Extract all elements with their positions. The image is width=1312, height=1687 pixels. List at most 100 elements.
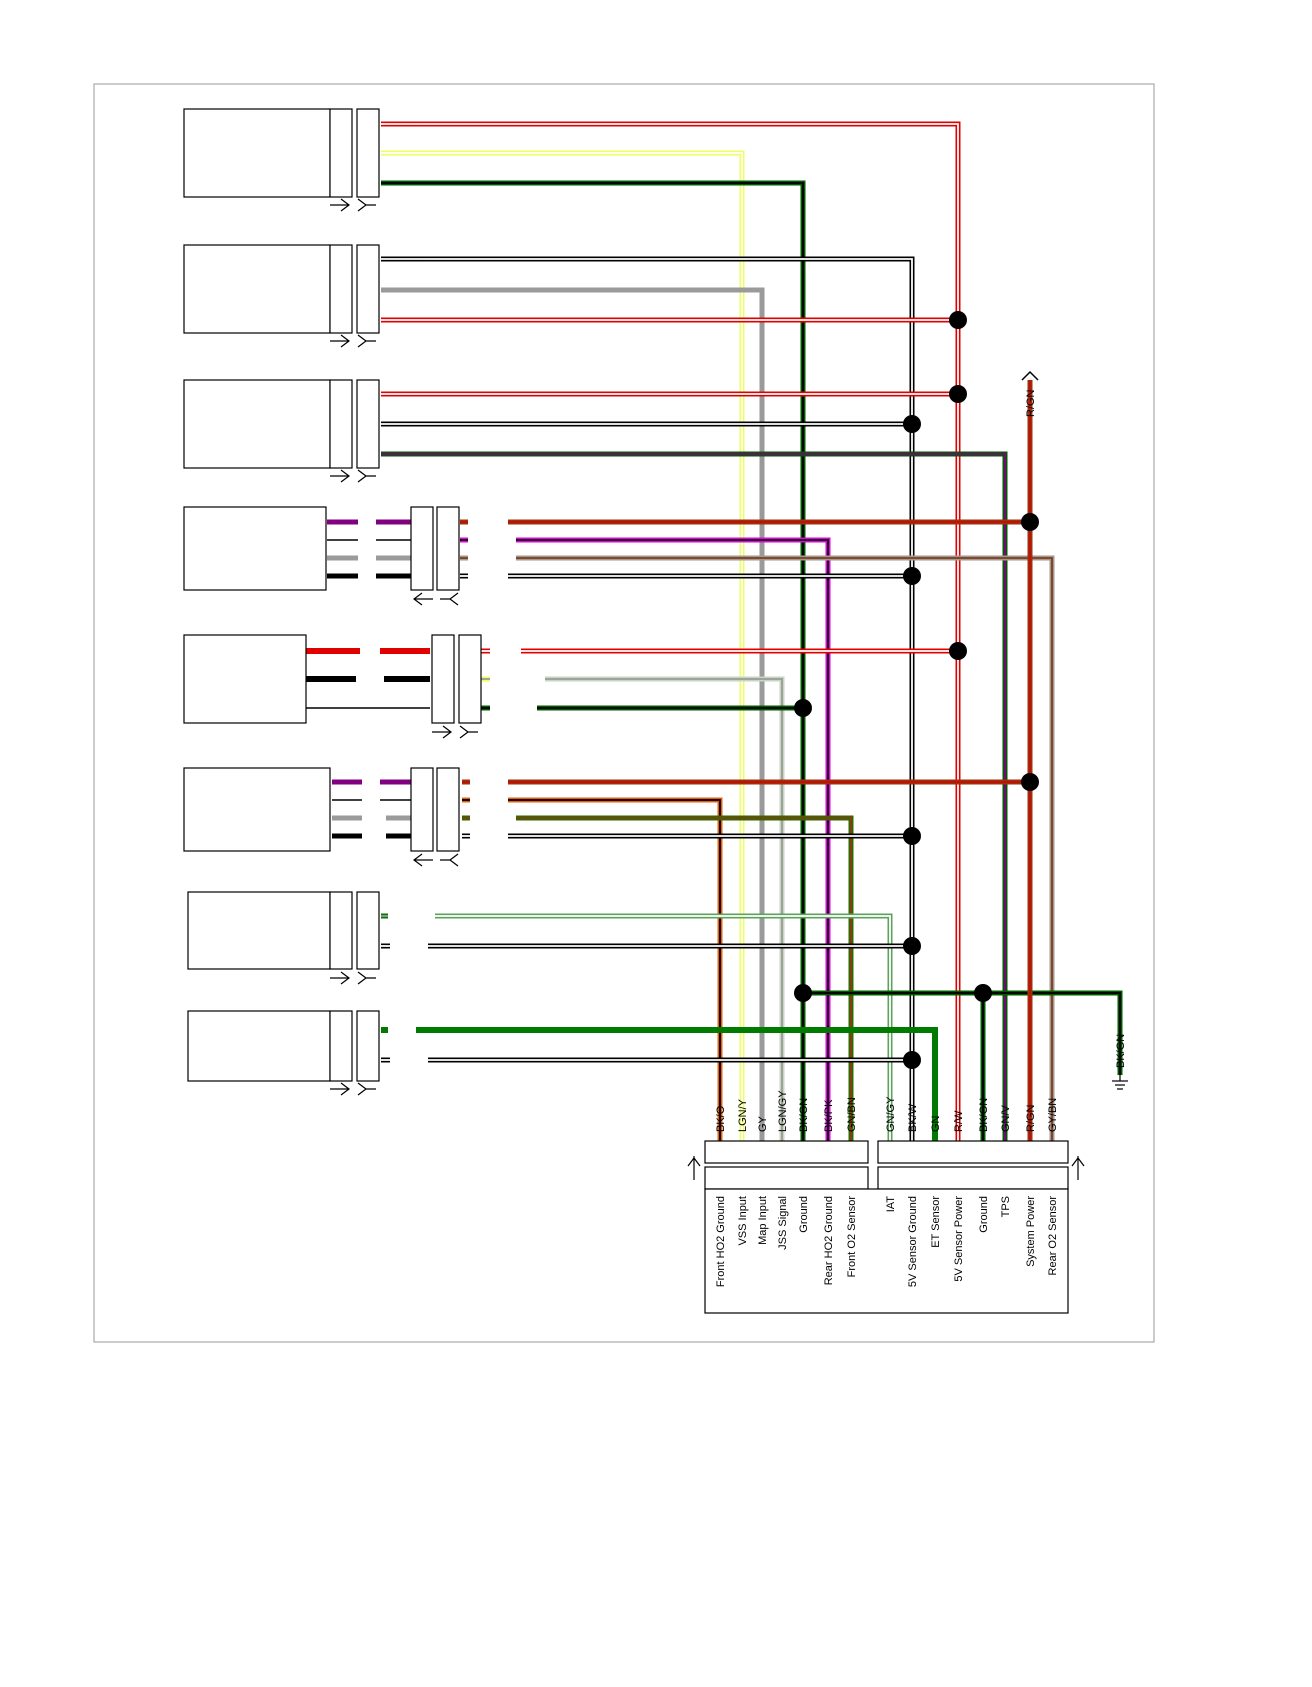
sensor-7-body bbox=[187, 891, 331, 970]
sensor-1 bbox=[183, 108, 380, 212]
wire-bkgn-trunk-stripe bbox=[435, 182, 804, 1141]
sensor-2-mating-arrows bbox=[330, 334, 376, 348]
sensor-1-connector-2 bbox=[356, 108, 380, 198]
wire-bko-trunk bbox=[508, 797, 723, 1141]
ground-label: BK/GN bbox=[1115, 1034, 1127, 1068]
wire-bko-trunk-stripe bbox=[508, 799, 721, 1141]
wire-gngy-trunk-stripe bbox=[435, 915, 891, 1141]
splice-junction-11 bbox=[794, 984, 812, 1002]
ecm-pin-function-label: VSS Input bbox=[737, 1196, 749, 1246]
sensor-3-mating-arrows bbox=[330, 469, 376, 483]
wire-gnv-trunk-stripe bbox=[428, 453, 1006, 1141]
sensor-3-connector-1 bbox=[329, 379, 353, 469]
wire-gy-trunk bbox=[416, 287, 765, 1141]
ecm-pin-function-label: System Power bbox=[1025, 1196, 1037, 1267]
sensor-6-connector-2 bbox=[436, 767, 460, 852]
ecm-pin-function-label: TPS bbox=[1000, 1196, 1012, 1217]
ecm-pin-wire-label: BK/PK bbox=[823, 1099, 835, 1132]
ecm-pin-function-label: JSS Signal bbox=[777, 1196, 789, 1250]
sensor-7-mating-arrows bbox=[330, 971, 376, 985]
sensor-4-mating-arrows bbox=[413, 592, 459, 606]
ecm-arrow-right bbox=[1071, 1156, 1085, 1180]
sensor-3 bbox=[183, 379, 380, 483]
ecm-pin-function-label: Rear O2 Sensor bbox=[1047, 1196, 1059, 1276]
sensor-2-body bbox=[183, 244, 331, 334]
sensor-7-connector-2 bbox=[356, 891, 380, 970]
wire-bkw-trunk bbox=[428, 256, 915, 1141]
wire-bko-trunk-base bbox=[508, 797, 723, 1141]
sensor-8-mating-arrows bbox=[330, 1082, 376, 1096]
sensor-8-connector-2 bbox=[356, 1010, 380, 1082]
wire-bkw-trunk-base bbox=[428, 256, 915, 1141]
ecm-pin-function-label: Rear HO2 Ground bbox=[823, 1196, 835, 1285]
ecm-connector-a-bottom bbox=[704, 1166, 869, 1190]
sensor-5-connector-2 bbox=[458, 634, 482, 724]
junctions bbox=[794, 311, 1039, 1069]
sensor-4 bbox=[183, 506, 460, 606]
sensor-8 bbox=[187, 1010, 380, 1096]
sensor-5 bbox=[183, 634, 482, 739]
wire-gybn-trunk bbox=[516, 555, 1055, 1141]
sensor-7 bbox=[187, 891, 380, 985]
wire-gngy-trunk bbox=[435, 913, 893, 1141]
ecm-pin-function-label: IAT bbox=[885, 1196, 897, 1213]
ecm-pin-wire-label: GN bbox=[930, 1115, 942, 1132]
ecm-connector bbox=[687, 1140, 1085, 1314]
ecm-pin-function-label: 5V Sensor Ground bbox=[907, 1196, 919, 1287]
sensor-2-connector-1 bbox=[329, 244, 353, 334]
ecm-pin-function-label: ET Sensor bbox=[930, 1196, 942, 1248]
ecm-pin-wire-label: GN/BN bbox=[846, 1097, 858, 1132]
sensor-1-mating-arrows bbox=[330, 198, 376, 212]
ground-symbol: BK/GN bbox=[1112, 1034, 1128, 1090]
splice-junction-12 bbox=[974, 984, 992, 1002]
wire-bkw-trunk-stripe bbox=[428, 258, 913, 1141]
wire-bkpk-trunk-stripe bbox=[516, 539, 829, 1141]
splice-junction-4 bbox=[1021, 513, 1039, 531]
components bbox=[183, 108, 482, 1096]
splice-junction-5 bbox=[903, 567, 921, 585]
wire-bkgn-trunk-base bbox=[435, 180, 806, 1141]
wire-lgny-trunk-stripe bbox=[435, 152, 743, 1141]
wire-gnbn-trunk bbox=[516, 815, 854, 1141]
wire-ground-bus bbox=[803, 990, 1123, 1075]
sensor-2 bbox=[183, 244, 380, 348]
splice-junction-1 bbox=[949, 311, 967, 329]
ecm-pin-wire-label: LGN/GY bbox=[777, 1090, 789, 1132]
ecm-pin-wire-label: R/GN bbox=[1025, 1104, 1037, 1132]
splice-junction-6 bbox=[949, 642, 967, 660]
ecm-pin-wire-label: GN/V bbox=[1000, 1104, 1012, 1132]
ecm-pin-wire-label: BK/GN bbox=[798, 1098, 810, 1132]
sensor-6-mating-arrows bbox=[413, 853, 459, 867]
sensor-6 bbox=[183, 767, 460, 867]
pin-function-labels: Front HO2 Ground VSS Input Map Input JSS Si… bbox=[715, 1196, 1059, 1287]
ecm-pin-function-label: Front HO2 Ground bbox=[715, 1196, 727, 1287]
sensor-4-body bbox=[183, 506, 327, 591]
ecm-arrow-left bbox=[687, 1156, 701, 1180]
wire-ground-bus-stripe bbox=[803, 992, 1121, 1075]
wire-lgngy-trunk-base bbox=[545, 676, 785, 1141]
power-tap-label: R/GN bbox=[1025, 389, 1037, 417]
splice-junction-9 bbox=[903, 827, 921, 845]
wire-bkpk-trunk bbox=[516, 537, 831, 1141]
wire-gybn-trunk-stripe bbox=[516, 557, 1053, 1141]
wire-lgny-trunk bbox=[435, 150, 745, 1141]
sensor-6-connector-1 bbox=[410, 767, 434, 852]
ecm-pin-wire-label: GY/BN bbox=[1047, 1098, 1059, 1132]
wire-lgngy-trunk bbox=[545, 676, 785, 1141]
sensor-6-body bbox=[183, 767, 331, 852]
sensor-8-body bbox=[187, 1010, 331, 1082]
ecm-pin-function-label: Map Input bbox=[757, 1196, 769, 1245]
ecm-pin-wire-label: GY bbox=[757, 1115, 769, 1132]
splice-junction-2 bbox=[949, 385, 967, 403]
power-tap-arrow bbox=[1021, 370, 1039, 381]
splice-junction-3 bbox=[903, 415, 921, 433]
sensor-5-connector-1 bbox=[431, 634, 455, 724]
sensor-5-body bbox=[183, 634, 307, 724]
ecm-connector-b-top bbox=[877, 1140, 1069, 1164]
splice-junction-7 bbox=[794, 699, 812, 717]
ecm-pin-function-label: Ground bbox=[978, 1196, 990, 1233]
sensor-5-mating-arrows bbox=[432, 725, 478, 739]
splice-junction-13 bbox=[903, 1051, 921, 1069]
